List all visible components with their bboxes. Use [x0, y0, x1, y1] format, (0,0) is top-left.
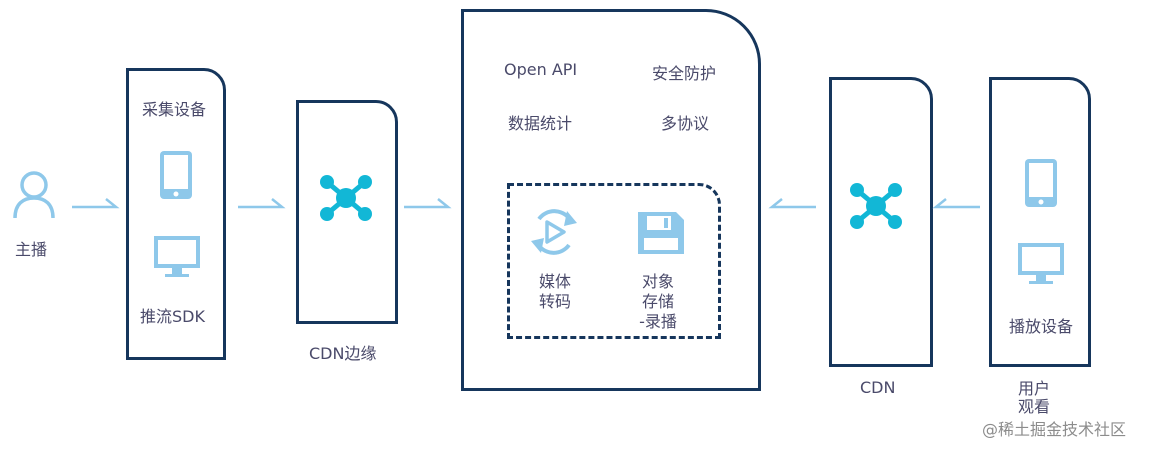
- push-sdk-label: 推流SDK: [140, 307, 205, 326]
- feature-security: 安全防护: [652, 64, 717, 83]
- user-icon: [13, 171, 55, 219]
- arrow-right-3: [404, 198, 452, 209]
- network-hub-icon: [850, 183, 902, 229]
- floppy-disk-icon: [638, 212, 684, 254]
- cdn-edge-label: CDN边缘: [309, 344, 377, 363]
- storage-label-line2: 存储: [641, 292, 674, 311]
- arrow-right-1: [72, 198, 120, 209]
- playback-device-box: [989, 77, 1091, 367]
- phone-icon: [160, 151, 192, 199]
- transcode-label-line2: 转码: [538, 292, 571, 311]
- cdn-label: CDN: [860, 378, 896, 397]
- capture-device-box: [126, 68, 226, 360]
- streamer-label: 主播: [15, 240, 48, 259]
- refresh-play-icon: [531, 209, 577, 255]
- phone-icon: [1025, 159, 1057, 207]
- arrow-right-2: [238, 198, 286, 209]
- viewer-label-line2: 观看: [1018, 397, 1051, 416]
- monitor-icon: [154, 236, 200, 277]
- watermark-text: @稀土掘金技术社区: [982, 420, 1127, 439]
- streamer-node: [10, 168, 58, 220]
- transcode-label: 媒体 转码: [530, 272, 580, 312]
- playback-device-label: 播放设备: [1009, 317, 1074, 336]
- processing-group: [507, 183, 721, 339]
- feature-open-api: Open API: [504, 60, 578, 79]
- capture-device-label: 采集设备: [142, 100, 207, 119]
- viewer-label-line1: 用户: [1018, 379, 1051, 398]
- cdn-box: [829, 77, 933, 367]
- arrow-left-1: [768, 198, 816, 209]
- arrow-left-2: [932, 198, 980, 209]
- cdn-edge-box: [296, 100, 398, 324]
- storage-label: 对象 存储 -录播: [630, 272, 686, 332]
- monitor-icon: [1018, 243, 1064, 284]
- storage-label-line1: 对象: [641, 272, 674, 291]
- feature-multi-protocol: 多协议: [661, 114, 710, 133]
- feature-statistics: 数据统计: [508, 114, 573, 133]
- viewer-label: 用户 观看: [1018, 380, 1050, 416]
- network-hub-icon: [320, 175, 372, 221]
- transcode-label-line1: 媒体: [538, 272, 571, 291]
- storage-label-line3: -录播: [639, 312, 677, 331]
